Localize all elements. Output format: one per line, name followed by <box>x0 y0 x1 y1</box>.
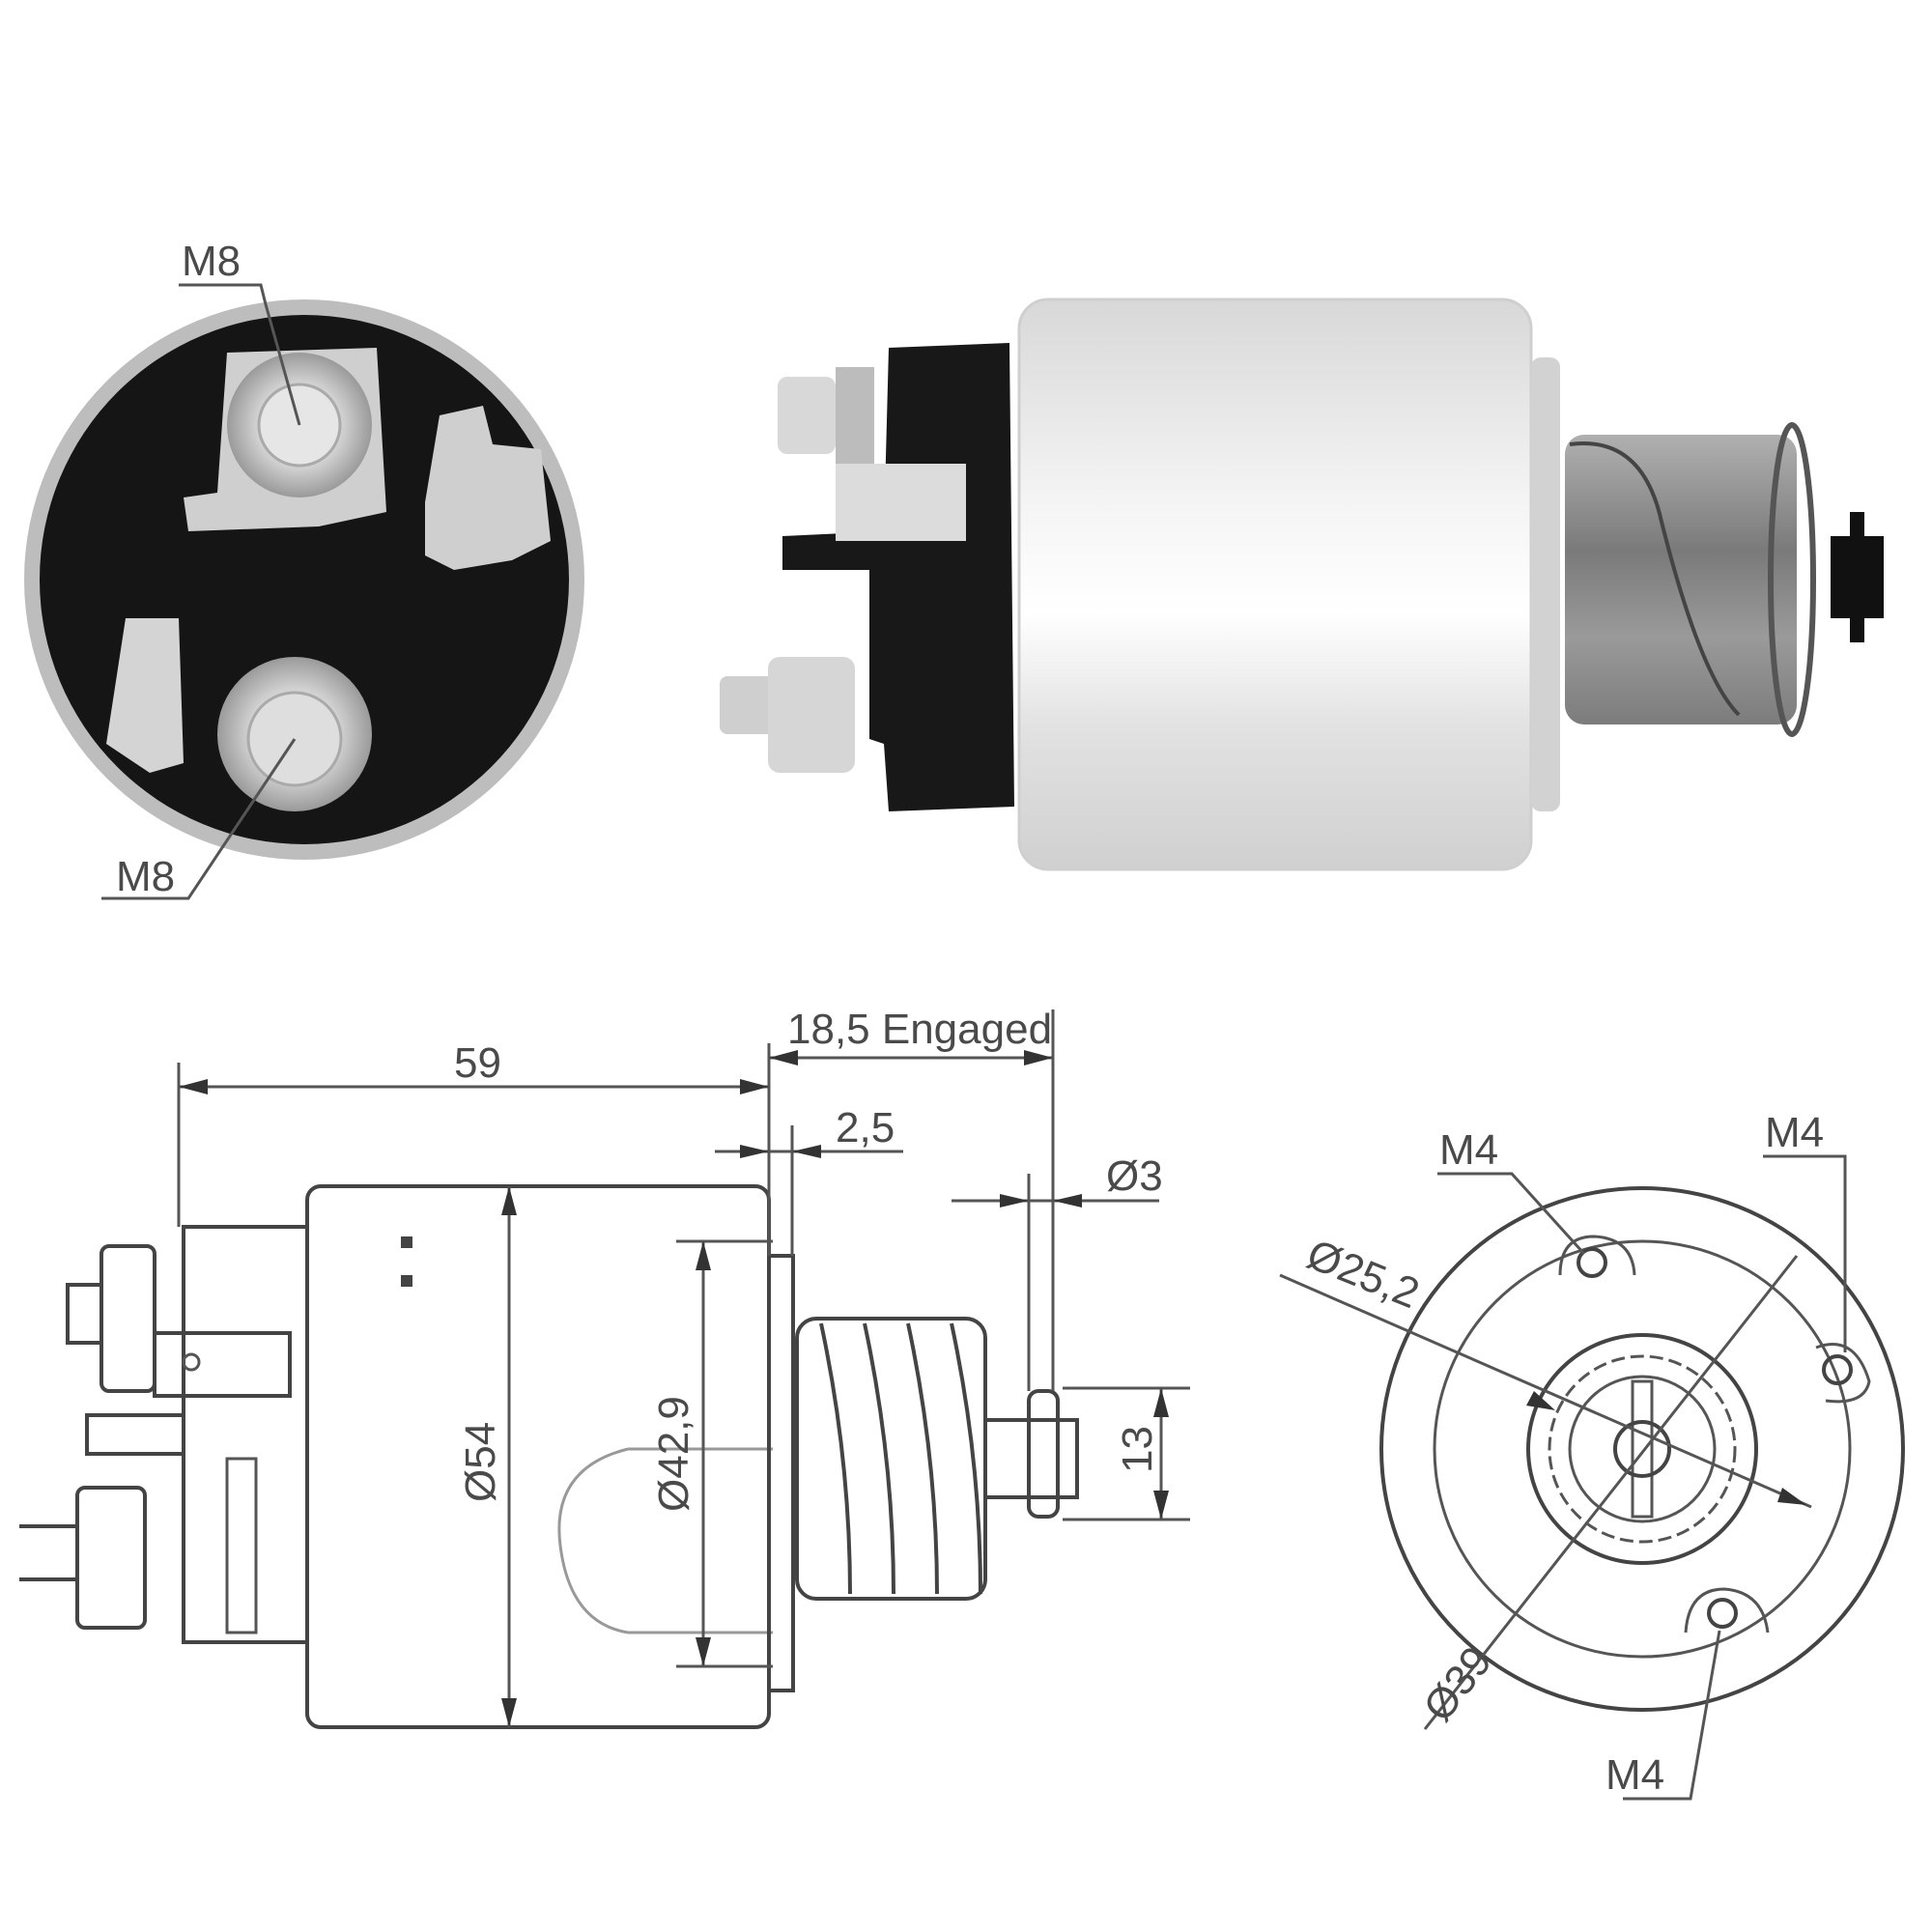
drawing-pin <box>1027 1389 1060 1519</box>
leader-bottom-m8 <box>101 738 297 900</box>
leader-m4-bottom <box>1623 1630 1721 1801</box>
end-view-outer <box>1379 1186 1905 1712</box>
dim-line-bolt-circle <box>1423 1255 1799 1730</box>
leader-m4-top <box>1437 1172 1586 1256</box>
label-m4-right: M4 <box>1765 1109 1824 1156</box>
label-m4-bottom: M4 <box>1605 1751 1664 1799</box>
plunger-housing <box>1565 435 1797 724</box>
drawing-spade-terminal <box>153 1331 292 1398</box>
black-terminal-cap <box>782 343 1014 811</box>
drawing-spring <box>819 1322 982 1595</box>
end-view-inner <box>1526 1333 1758 1565</box>
dim-shaft-length: 13 <box>1114 1426 1161 1473</box>
label-bottom-m8: M8 <box>116 853 175 900</box>
dim-gap: 2,5 <box>836 1104 895 1151</box>
side-tab <box>106 618 184 773</box>
upper-stud-nut <box>778 377 836 454</box>
drawing-lower-nut <box>75 1486 147 1630</box>
solenoid-body <box>1017 298 1533 871</box>
lower-stud <box>720 676 778 734</box>
hole-top <box>1577 1247 1607 1278</box>
hole-right <box>1822 1354 1853 1385</box>
drawing-side-view: 59 18,5 Engaged 2,5 Ø3 Ø54 Ø42,9 <box>19 1006 1190 1729</box>
drawing-upper-nut <box>99 1244 156 1393</box>
label-bolt-circle-diameter: Ø39 <box>1414 1637 1501 1730</box>
dim-engaged: 18,5 Engaged <box>787 1006 1052 1053</box>
leader-m4-right <box>1763 1154 1847 1352</box>
photo-end-view: M8 M8 <box>24 238 584 900</box>
label-m4-top: M4 <box>1439 1126 1498 1174</box>
dim-body-diameter: Ø54 <box>457 1422 504 1502</box>
dim-pin-diameter: Ø3 <box>1106 1152 1163 1200</box>
drawing-end-view: M4 M4 M4 Ø25,2 Ø39 <box>1279 1109 1905 1801</box>
lower-stud-nut <box>768 657 855 773</box>
spade-terminal <box>836 464 966 541</box>
return-spring <box>1569 441 1741 717</box>
dim-59: 59 <box>454 1039 501 1087</box>
dim-inner-diameter: Ø42,9 <box>650 1396 697 1512</box>
hole-bottom <box>1707 1598 1738 1629</box>
small-terminal-tab <box>425 406 551 570</box>
photo-side-view <box>720 298 1884 871</box>
label-inner-circle-diameter: Ø25,2 <box>1300 1231 1426 1318</box>
dim-line-inner-circle <box>1279 1273 1812 1509</box>
leader-top-m8 <box>179 283 301 426</box>
label-top-m8: M8 <box>182 238 241 285</box>
